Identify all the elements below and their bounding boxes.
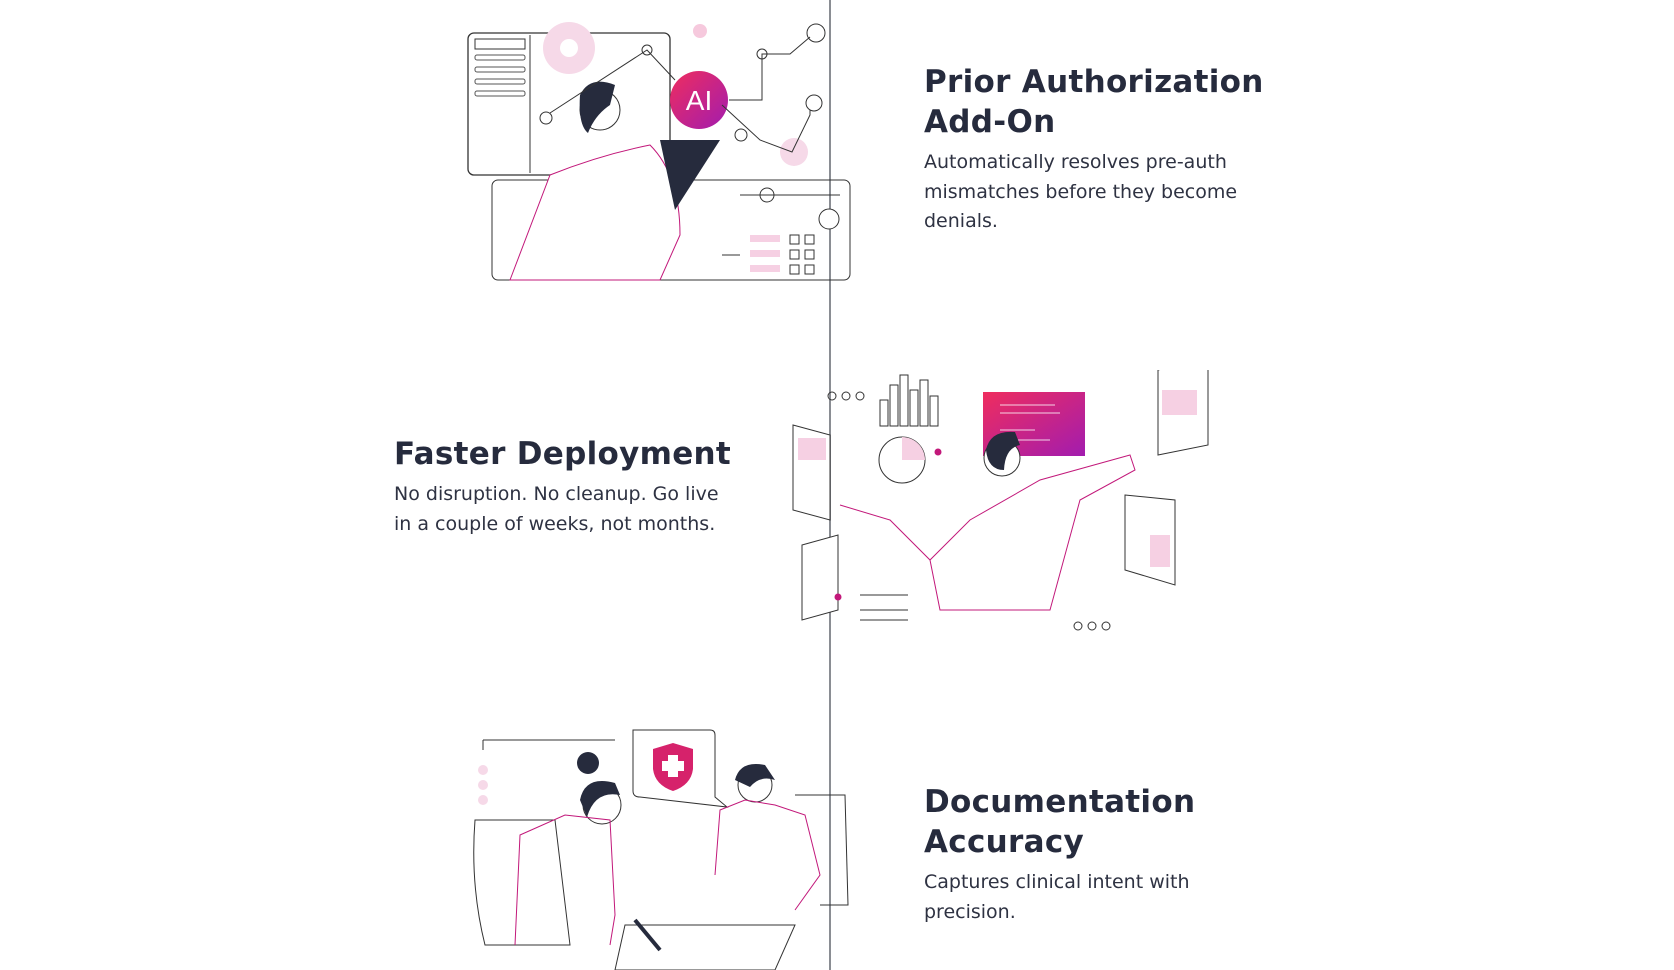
feature-prior-authorization: Prior Authorization Add-On Automatically…: [924, 62, 1284, 237]
presenter-dashboard-illustration: [792, 370, 1209, 631]
feature-title: Prior Authorization Add-On: [924, 64, 1264, 140]
ai-badge-label: AI: [686, 85, 712, 116]
feature-description: Automatically resolves pre-auth mismatch…: [924, 151, 1238, 232]
feature-description: Captures clinical intent with precision.: [924, 871, 1190, 923]
feature-title: Faster Deployment: [394, 436, 732, 472]
feature-description: No disruption. No cleanup. Go live in a …: [394, 483, 719, 535]
feature-title: Documentation Accuracy: [924, 784, 1196, 860]
feature-faster-deployment: Faster Deployment No disruption. No clea…: [394, 434, 734, 539]
doctor-patient-illustration: [473, 729, 849, 970]
feature-documentation-accuracy: Documentation Accuracy Captures clinical…: [924, 782, 1264, 927]
ai-analyst-illustration: AI: [467, 22, 851, 281]
ai-badge: [670, 71, 728, 129]
